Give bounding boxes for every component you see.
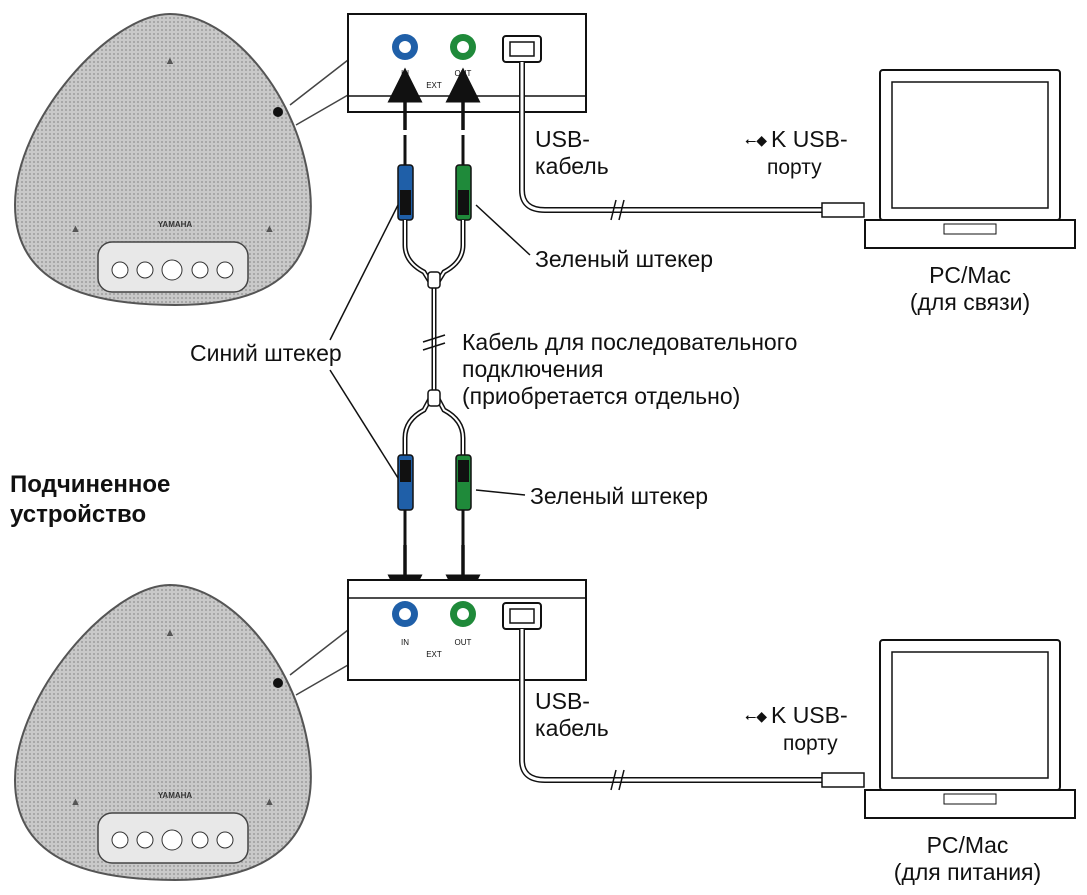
- out-label: OUT: [455, 638, 472, 647]
- to-usb-port-label-bottom: ⭠◆K USB- порту: [745, 702, 848, 756]
- ext-label: EXT: [426, 650, 442, 659]
- speaker-top: ▲ ▲ ▲ YAMAHA: [13, 12, 312, 307]
- to-usb-port-label-top: ⭠◆K USB- порту: [745, 126, 848, 180]
- blue-plug-top: [397, 135, 414, 221]
- in-label: IN: [401, 638, 409, 647]
- svg-text:▲: ▲: [70, 223, 81, 235]
- svg-text:▲: ▲: [165, 55, 176, 67]
- green-plug-bottom: [455, 454, 472, 545]
- usb-trident-icon: ⭠◆: [745, 708, 767, 725]
- brand-logo: YAMAHA: [158, 220, 193, 229]
- speaker-bottom: ▲ ▲ ▲ YAMAHA: [13, 583, 312, 882]
- connector-panel-bottom: IN OUT EXT ⌁: [347, 579, 587, 681]
- laptop-top: [864, 69, 1076, 249]
- out-label: OUT: [455, 69, 472, 78]
- ext-label: EXT: [426, 81, 442, 90]
- led-dot: [273, 107, 283, 117]
- svg-text:▲: ▲: [165, 627, 176, 639]
- laptop-bottom: [864, 639, 1076, 819]
- blue-plug-bottom: [397, 454, 414, 545]
- green-plug-label-bottom: Зеленый штекер: [530, 483, 709, 509]
- pc-label-bottom: PC/Mac(для питания): [893, 832, 1042, 885]
- usb-cable-label-bottom: USB-кабель: [535, 688, 609, 741]
- usb-cable-label-top: USB-кабель: [535, 126, 609, 179]
- blue-plug-label: Синий штекер: [190, 340, 342, 366]
- in-label: IN: [401, 69, 409, 78]
- svg-text:▲: ▲: [264, 796, 275, 808]
- svg-text:▲: ▲: [70, 796, 81, 808]
- usb-trident-icon: ⭠◆: [745, 132, 767, 149]
- connector-panel-top: IN OUT EXT ⌁: [347, 13, 587, 113]
- green-plug-top: [455, 135, 472, 221]
- brand-logo: YAMAHA: [158, 791, 193, 800]
- green-plug-label-top: Зеленый штекер: [535, 246, 714, 272]
- pc-label-top: PC/Mac(для связи): [909, 262, 1031, 315]
- svg-text:▲: ▲: [264, 223, 275, 235]
